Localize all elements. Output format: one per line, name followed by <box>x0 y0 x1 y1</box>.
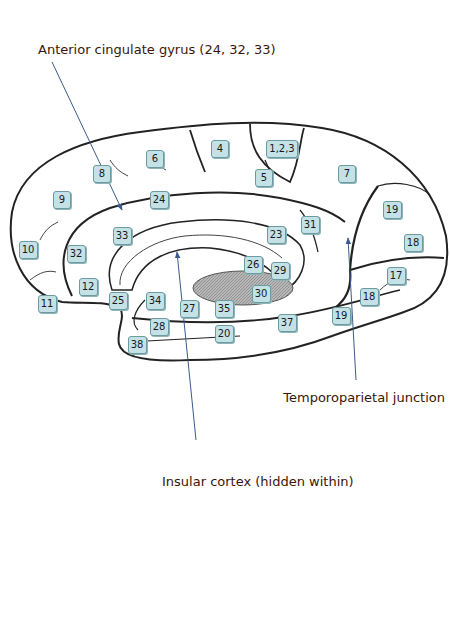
area-number: 20 <box>218 329 231 339</box>
region-label: Temporoparietal junction <box>281 390 447 405</box>
area-number-box: 26 <box>244 256 263 274</box>
region-label: Anterior cingulate gyrus (24, 32, 33) <box>36 42 278 57</box>
area-number: 24 <box>153 195 166 205</box>
area-number: 9 <box>59 195 65 205</box>
area-number-box: 33 <box>113 227 132 245</box>
area-number: 17 <box>390 271 403 281</box>
area-number: 38 <box>131 340 144 350</box>
area-number: 23 <box>270 230 283 240</box>
area-number-box: 35 <box>215 300 234 318</box>
area-number: 18 <box>407 238 420 248</box>
area-number: 27 <box>183 304 196 314</box>
area-number-box: 17 <box>387 267 406 285</box>
area-number-box: 19 <box>332 307 351 325</box>
area-number: 34 <box>149 296 162 306</box>
area-number-box: 24 <box>150 191 169 209</box>
area-number: 35 <box>218 304 231 314</box>
area-number-box: 18 <box>360 288 379 306</box>
area-number-box: 23 <box>267 226 286 244</box>
area-number: 33 <box>116 231 129 241</box>
area-number: 7 <box>344 169 350 179</box>
area-number-box: 31 <box>301 216 320 234</box>
area-number-box: 37 <box>278 314 297 332</box>
area-number-box: 25 <box>109 292 128 310</box>
area-number: 19 <box>386 205 399 215</box>
area-number-box: 8 <box>93 165 111 183</box>
area-number-box: 12 <box>79 278 98 296</box>
area-number-box: 20 <box>215 325 234 343</box>
area-number: 8 <box>99 169 105 179</box>
area-number: 4 <box>217 144 223 154</box>
area-number-box: 19 <box>383 201 402 219</box>
area-number: 30 <box>255 289 268 299</box>
area-number: 19 <box>335 311 348 321</box>
area-number-box: 28 <box>150 318 169 336</box>
area-number: 32 <box>70 249 83 259</box>
area-number-box: 32 <box>67 245 86 263</box>
area-number: 25 <box>112 296 125 306</box>
area-number: 26 <box>247 260 260 270</box>
area-number-box: 10 <box>19 241 38 259</box>
area-number-box: 6 <box>146 150 164 168</box>
area-number: 18 <box>363 292 376 302</box>
area-number-box: 30 <box>252 285 271 303</box>
area-number-box: 11 <box>38 295 57 313</box>
leader-line <box>177 252 196 440</box>
leader-line <box>52 62 122 210</box>
area-number-box: 4 <box>211 140 229 158</box>
area-number: 29 <box>274 266 287 276</box>
area-number-box: 1,2,3 <box>266 140 298 158</box>
area-number: 10 <box>22 245 35 255</box>
area-number-box: 38 <box>128 336 147 354</box>
area-number: 11 <box>41 299 54 309</box>
brain-outline <box>11 123 447 361</box>
area-number: 6 <box>152 154 158 164</box>
area-number-box: 27 <box>180 300 199 318</box>
area-number-box: 18 <box>404 234 423 252</box>
area-number: 37 <box>281 318 294 328</box>
area-number-box: 34 <box>146 292 165 310</box>
area-number: 12 <box>82 282 95 292</box>
area-number: 1,2,3 <box>269 144 294 154</box>
area-number-box: 7 <box>338 165 356 183</box>
area-number: 28 <box>153 322 166 332</box>
area-number: 31 <box>304 220 317 230</box>
area-number-box: 9 <box>53 191 71 209</box>
area-number: 5 <box>261 173 267 183</box>
region-label: Insular cortex (hidden within) <box>160 474 356 489</box>
area-number-box: 29 <box>271 262 290 280</box>
area-number-box: 5 <box>255 169 273 187</box>
